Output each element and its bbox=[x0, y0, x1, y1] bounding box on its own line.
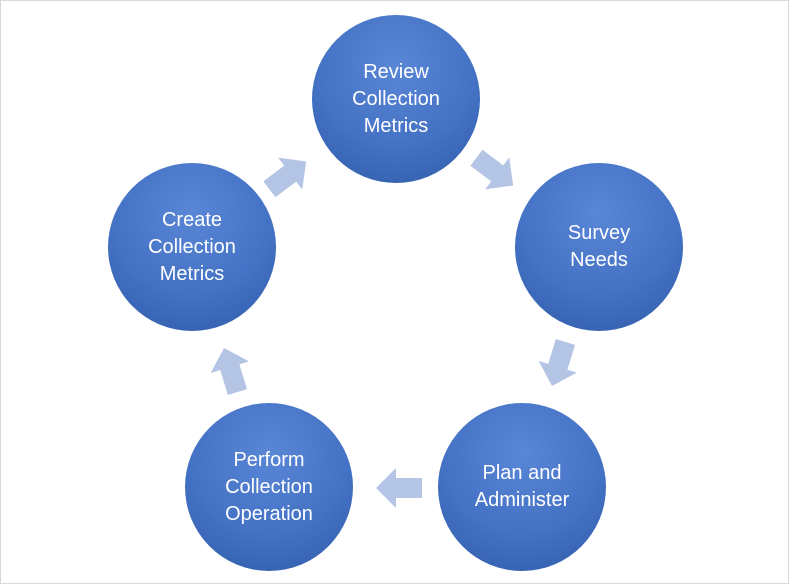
arrow-perform-to-create bbox=[210, 348, 249, 395]
node-survey-needs: Survey Needs bbox=[515, 163, 683, 331]
node-create-collection-metrics: Create Collection Metrics bbox=[108, 163, 276, 331]
arrow-survey-to-plan bbox=[538, 339, 577, 386]
arrow-create-to-review bbox=[263, 157, 307, 198]
arrow-plan-to-perform bbox=[376, 468, 422, 508]
node-plan-and-administer: Plan and Administer bbox=[438, 403, 606, 571]
node-review-collection-metrics: Review Collection Metrics bbox=[312, 15, 480, 183]
arrow-review-to-survey bbox=[470, 149, 514, 190]
node-perform-collection-operation: Perform Collection Operation bbox=[185, 403, 353, 571]
